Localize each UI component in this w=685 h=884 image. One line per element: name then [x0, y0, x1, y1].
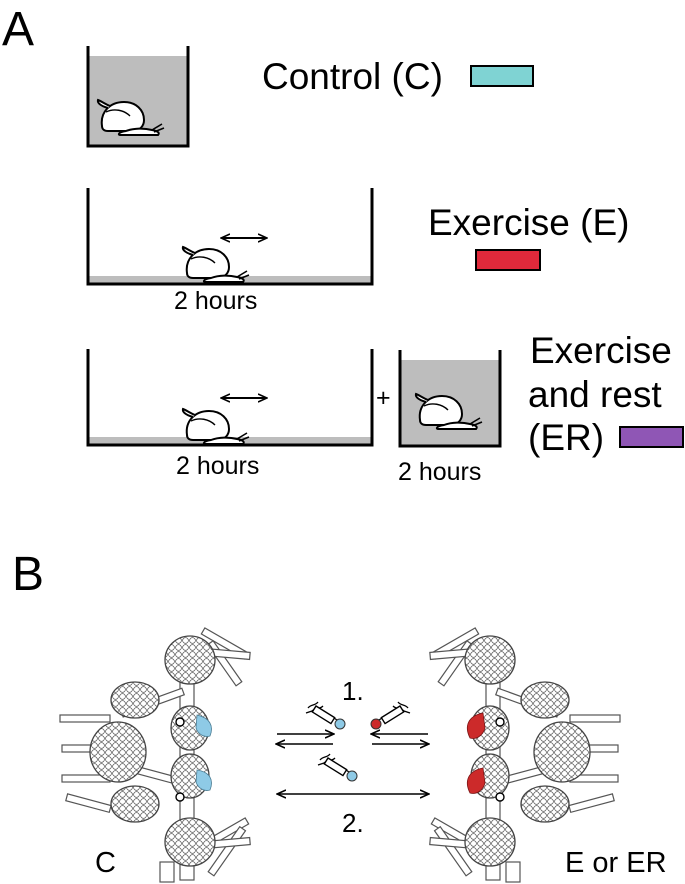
- electrode-blue-step2: [317, 753, 358, 782]
- er-exercise-tank: [86, 349, 374, 447]
- panel-a-letter: A: [2, 3, 34, 56]
- control-tank: [86, 46, 190, 148]
- control-label: Control (C): [262, 56, 443, 97]
- exercise-color-swatch: [475, 249, 541, 271]
- blue-neuron: [195, 769, 212, 791]
- blue-neuron: [195, 714, 212, 737]
- electrode-red: [370, 701, 411, 730]
- exercise-tank: [86, 188, 374, 286]
- step-2-label: 2.: [342, 808, 364, 838]
- panel-b-letter: B: [12, 548, 44, 601]
- er-label-line2: and rest: [528, 374, 662, 415]
- exercise-duration: 2 hours: [174, 287, 257, 315]
- er-color-swatch: [619, 426, 684, 448]
- er-rest-duration: 2 hours: [398, 458, 481, 486]
- exercise-label: Exercise (E): [428, 202, 629, 243]
- plus-sign: +: [376, 384, 391, 412]
- right-condition-label: E or ER: [565, 847, 667, 879]
- control-color-swatch: [470, 65, 534, 87]
- step-1-label: 1.: [342, 676, 364, 706]
- red-neuron: [466, 767, 486, 794]
- right-ganglion-diagram: [429, 627, 621, 883]
- er-exercise-duration: 2 hours: [176, 452, 259, 480]
- left-condition-label: C: [95, 847, 116, 879]
- red-neuron: [466, 712, 486, 739]
- er-rest-tank: [398, 350, 502, 448]
- electrode-blue: [305, 701, 346, 730]
- er-label-line1: Exercise: [530, 330, 672, 371]
- er-label-line3: (ER): [528, 417, 604, 458]
- left-ganglion-diagram: [59, 627, 251, 883]
